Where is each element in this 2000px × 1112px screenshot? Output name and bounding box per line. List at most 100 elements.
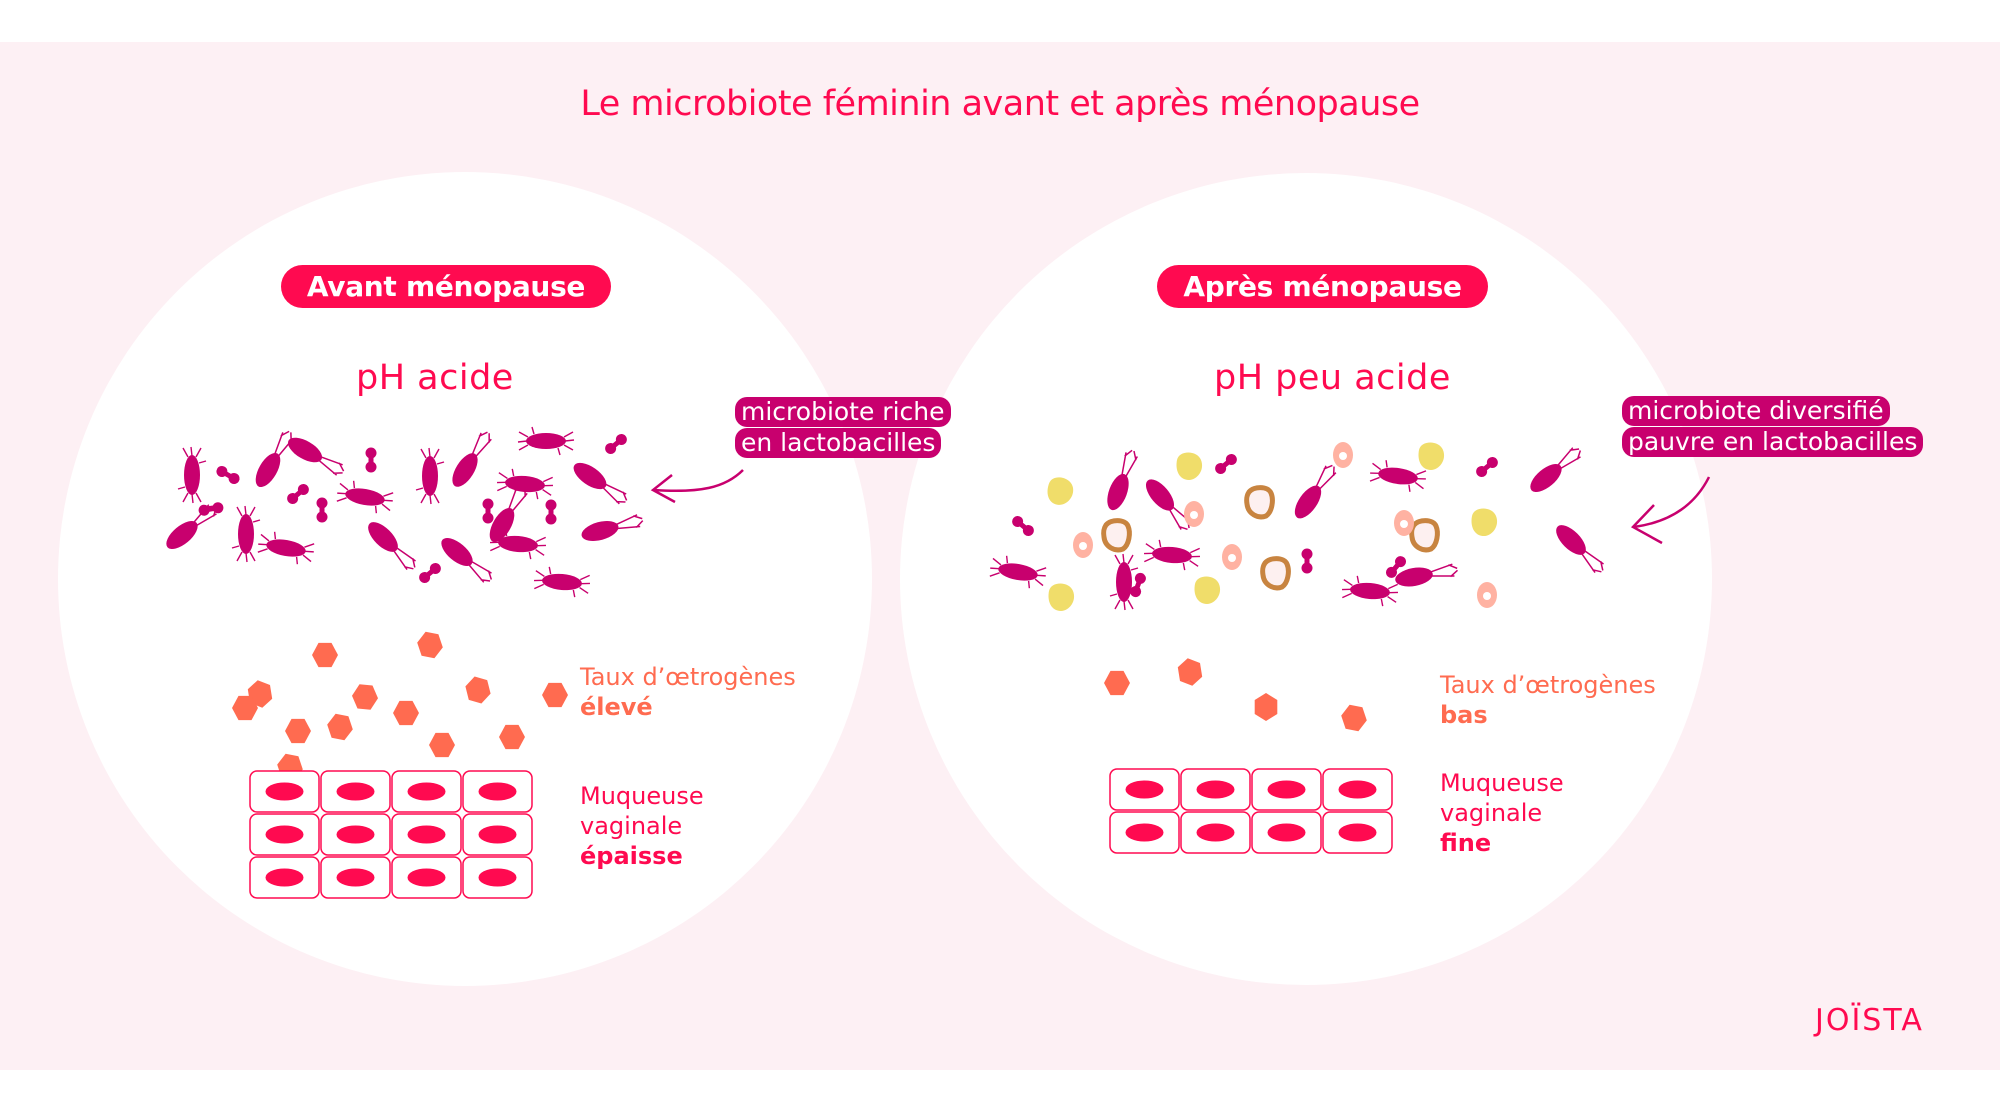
cilium bbox=[1380, 598, 1384, 607]
cilium bbox=[191, 493, 194, 504]
estrogen-hexagon-icon bbox=[429, 732, 455, 758]
cilium bbox=[1034, 578, 1044, 587]
flagellated-bacterium-icon bbox=[1556, 525, 1604, 573]
bacterium-body bbox=[1152, 546, 1192, 564]
cilium bbox=[1387, 595, 1397, 603]
ciliated-bacterium-icon bbox=[534, 566, 590, 598]
flagellum bbox=[1430, 563, 1459, 578]
cilium bbox=[252, 519, 261, 523]
bacterium-body bbox=[1116, 562, 1132, 602]
cilium bbox=[989, 572, 1000, 577]
estrogen-hexagon-icon bbox=[499, 724, 525, 750]
flagellum bbox=[1580, 549, 1604, 573]
cilium bbox=[1122, 553, 1125, 564]
coccus-link bbox=[1133, 577, 1143, 593]
cilium bbox=[177, 486, 186, 490]
badge-before-menopause: Avant ménopause bbox=[281, 265, 611, 308]
cilium bbox=[534, 579, 544, 582]
estrogen-hexagons-before bbox=[232, 631, 568, 781]
cilium bbox=[1036, 567, 1047, 572]
cilium bbox=[548, 566, 552, 575]
cilium bbox=[428, 447, 431, 458]
ciliated-bacterium-icon bbox=[989, 555, 1047, 589]
cilium bbox=[257, 548, 268, 553]
diplococcus-icon bbox=[1476, 457, 1498, 477]
cilium bbox=[497, 481, 507, 484]
arrow-left-icon bbox=[653, 469, 744, 493]
brown-ring-microbe-icon bbox=[1101, 518, 1132, 553]
cilium bbox=[1144, 556, 1155, 563]
microbiota-tag-after: microbiote diversifié pauvre en lactobac… bbox=[1622, 396, 1924, 458]
mucosa-label-after: Muqueuse vaginale fine bbox=[1440, 768, 1564, 858]
flagellum bbox=[615, 514, 644, 530]
cilium bbox=[198, 460, 207, 464]
cilium bbox=[1109, 593, 1118, 597]
ring-body bbox=[1101, 518, 1132, 553]
cilium bbox=[352, 480, 356, 489]
ciliated-bacterium-icon bbox=[517, 426, 575, 456]
cilium bbox=[1342, 592, 1353, 599]
diplococcus-icon bbox=[198, 502, 224, 516]
cilium bbox=[535, 548, 545, 556]
cell-nucleus bbox=[407, 868, 446, 887]
cell-nucleus bbox=[265, 825, 304, 844]
cilium bbox=[383, 492, 394, 497]
diplococcus-icon bbox=[419, 563, 441, 583]
cilium bbox=[518, 444, 529, 451]
bacterium-body bbox=[1107, 473, 1129, 511]
cilium bbox=[534, 583, 545, 590]
yellow-microbe-icon bbox=[1471, 508, 1498, 536]
cell-nucleus bbox=[1338, 780, 1377, 799]
flagellum bbox=[471, 431, 492, 458]
flagellated-bacterium-icon bbox=[1107, 449, 1138, 511]
flagellum bbox=[193, 504, 218, 527]
cilium bbox=[1372, 462, 1382, 471]
diplococcus-icon bbox=[1215, 454, 1237, 474]
ciliated-bacterium-icon bbox=[1109, 553, 1139, 611]
ciliated-bacterium-icon bbox=[1342, 575, 1398, 607]
ciliated-bacterium-icon bbox=[177, 446, 207, 504]
estrogen-hexagon-icon bbox=[232, 695, 258, 721]
mucosa-label-before: Muqueuse vaginale épaisse bbox=[580, 781, 704, 871]
cilium bbox=[992, 557, 1002, 566]
ring-hole bbox=[1190, 511, 1198, 519]
yellow-microbe-icon bbox=[1194, 576, 1221, 604]
cilium bbox=[579, 574, 590, 581]
flagellated-bacterium-icon bbox=[287, 437, 345, 476]
microbiota-tag-line: microbiote riche bbox=[735, 397, 951, 427]
cilium bbox=[273, 531, 277, 540]
cilium bbox=[504, 528, 508, 537]
bacterium-body bbox=[498, 535, 538, 553]
flagellated-bacterium-icon bbox=[452, 431, 492, 487]
yellow-microbe-icon bbox=[1048, 583, 1075, 611]
cilium bbox=[1127, 554, 1134, 565]
cilium bbox=[535, 536, 546, 543]
cell-nucleus bbox=[407, 782, 446, 801]
cilium bbox=[1114, 599, 1121, 610]
yellow-microbe-icon bbox=[1047, 477, 1074, 505]
cell-nucleus bbox=[265, 782, 304, 801]
cilium bbox=[564, 439, 575, 442]
flagellated-bacterium-icon bbox=[489, 485, 528, 543]
peach-ring-microbe-icon bbox=[1222, 544, 1242, 570]
cilium bbox=[244, 505, 247, 516]
bacterium-body bbox=[581, 521, 619, 541]
cilium bbox=[195, 447, 202, 458]
microbe-body bbox=[1048, 583, 1075, 611]
cilium bbox=[1408, 484, 1411, 492]
bacterium-body bbox=[505, 475, 545, 493]
cilium bbox=[563, 431, 574, 438]
peach-ring-microbe-icon bbox=[1184, 501, 1204, 527]
bacterium-body bbox=[1350, 582, 1390, 600]
ciliated-bacterium-icon bbox=[497, 468, 553, 500]
cilium bbox=[536, 544, 546, 547]
cell-nucleus bbox=[407, 825, 446, 844]
cilium bbox=[491, 532, 501, 540]
cilium bbox=[497, 485, 508, 492]
ciliated-bacterium-icon bbox=[415, 447, 445, 505]
cilium bbox=[1414, 481, 1424, 490]
estrogen-hexagon-icon bbox=[465, 676, 491, 704]
flagellated-bacterium-icon bbox=[581, 514, 644, 541]
cilium bbox=[490, 545, 501, 552]
